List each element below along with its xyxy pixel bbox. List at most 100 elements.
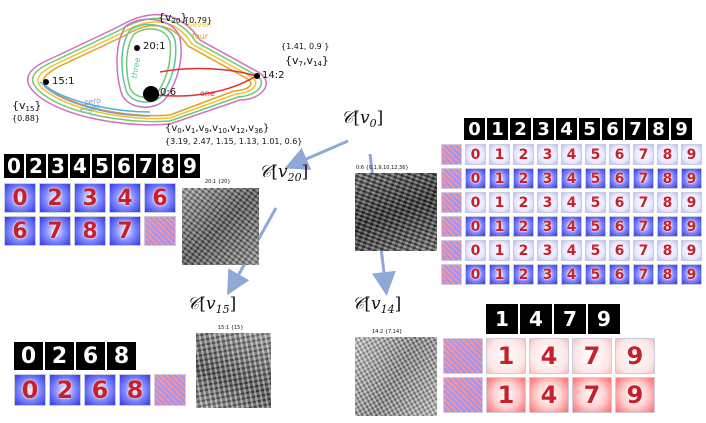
saliency-v0-digit: 5 [590,242,601,259]
saliency-v0-digit: 6 [614,218,625,235]
saliency-v0-digit: 9 [686,266,697,283]
saliency-v20-digit: 8 [82,218,98,244]
saliency-v20-cell: 6 [144,183,176,213]
saliency-v0-digit: 4 [566,242,577,259]
saliency-v20-digit: 4 [117,185,133,211]
saliency-v0-cell: 6 [609,264,630,285]
digit-thumb-v0-2: 2 [510,118,531,140]
saliency-v0-digit: 1 [494,194,505,211]
saliency-v0-cell: 1 [489,168,510,189]
saliency-v0-digit: 5 [590,170,601,187]
saliency-v0-cell: 3 [537,192,558,213]
saliency-v0-digit: 6 [614,242,625,259]
saliency-v14-cell: 9 [615,338,655,374]
saliency-v14-cell: 7 [572,377,612,413]
saliency-v0-digit: 2 [518,170,529,187]
graph-edge-seven [37,21,257,120]
saliency-v0-cell: 8 [657,192,678,213]
saliency-v0-digit: 3 [542,146,553,163]
saliency-v0-cell: 4 [561,144,582,165]
saliency-v0-cell: 1 [489,264,510,285]
saliency-v0-digit: 1 [494,242,505,259]
saliency-v0-digit: 9 [686,146,697,163]
saliency-v0-cell: 2 [513,264,534,285]
saliency-v14-cell: 4 [529,338,569,374]
average-image-v20 [182,188,259,265]
arrow-v0-to-v20 [284,139,349,170]
saliency-v0-cell: 6 [609,240,630,261]
saliency-v0-digit: 6 [614,266,625,283]
digit-thumb-v20-2: 3 [48,154,68,178]
saliency-v0-digit: 9 [686,218,697,235]
saliency-v0-digit: 0 [470,170,481,187]
saliency-v0-digit: 8 [662,218,673,235]
saliency-v20-digit: 0 [12,185,28,211]
saliency-v0-cell: 5 [585,264,606,285]
saliency-v0-digit: 4 [566,170,577,187]
digit-thumb-v0-4: 4 [556,118,577,140]
saliency-v0-cell: 0 [465,240,486,261]
caption-v0: 0:6 {0,1,9,10,12,36} [356,165,409,171]
digit-thumb-v14-3: 9 [588,304,620,334]
digit-thumb-v0-3: 3 [533,118,554,140]
saliency-v14-digit: 1 [497,381,515,409]
saliency-v0-digit: 2 [518,242,529,259]
saliency-v0-digit: 3 [542,170,553,187]
title-c-v20: 𝒞[v20] [259,162,309,184]
saliency-v0-cell: 9 [681,240,702,261]
saliency-v0-digit: 1 [494,170,505,187]
saliency-v0-digit: 9 [686,242,697,259]
saliency-v0-cell: 3 [537,264,558,285]
digit-thumb-v20-5: 6 [114,154,134,178]
saliency-v20-digit: 6 [152,185,168,211]
saliency-v0-cell: 8 [657,144,678,165]
saliency-v20-cell: 6 [4,216,36,246]
saliency-v0-cell [441,144,462,165]
saliency-v0-digit: 9 [686,194,697,211]
saliency-v15-digit: 6 [91,376,109,404]
saliency-v20-digit: 3 [82,185,98,211]
digit-thumb-v20-7: 8 [158,154,178,178]
title-c-v15: 𝒞[v15] [187,294,237,316]
saliency-v14-digit: 9 [626,342,644,370]
digit-thumb-v0-0: 0 [464,118,485,140]
saliency-v20-digit: 7 [117,218,133,244]
saliency-v0-digit: 8 [662,194,673,211]
saliency-v0-digit: 0 [470,146,481,163]
saliency-v20-cell: 2 [39,183,71,213]
saliency-v0-digit: 8 [662,146,673,163]
saliency-v0-cell [441,240,462,261]
saliency-v0-cell: 7 [633,144,654,165]
digit-thumb-v0-7: 7 [625,118,646,140]
digit-thumb-v0-6: 6 [602,118,623,140]
saliency-v0-cell: 4 [561,216,582,237]
saliency-v14-cell [443,377,483,413]
digit-thumb-v0-9: 9 [671,118,692,140]
saliency-v0-digit: 0 [470,242,481,259]
saliency-v15-digit: 8 [126,376,144,404]
saliency-v0-cell: 5 [585,168,606,189]
saliency-v14-digit: 4 [540,381,558,409]
saliency-v0-digit: 4 [566,194,577,211]
saliency-v0-digit: 6 [614,194,625,211]
graph-edge-inner-magenta [116,18,182,108]
saliency-v0-cell: 8 [657,216,678,237]
saliency-v0-digit: 9 [686,170,697,187]
saliency-v0-digit: 1 [494,218,505,235]
saliency-v20-cell: 4 [109,183,141,213]
saliency-v0-cell: 1 [489,192,510,213]
saliency-v0-cell: 4 [561,240,582,261]
saliency-v0-cell: 6 [609,168,630,189]
annotation-v15-value: {0.88} [12,114,40,123]
saliency-v14-cell: 1 [486,338,526,374]
saliency-v14-digit: 7 [583,342,601,370]
saliency-v20-cell: 8 [74,216,106,246]
caption-v14: 14:2 {7,14} [372,329,403,335]
saliency-v0-cell: 9 [681,216,702,237]
annotation-v7v14-set: {v7,v14} [285,54,329,68]
saliency-v0-digit: 1 [494,266,505,283]
saliency-v20-digit: 2 [47,185,63,211]
